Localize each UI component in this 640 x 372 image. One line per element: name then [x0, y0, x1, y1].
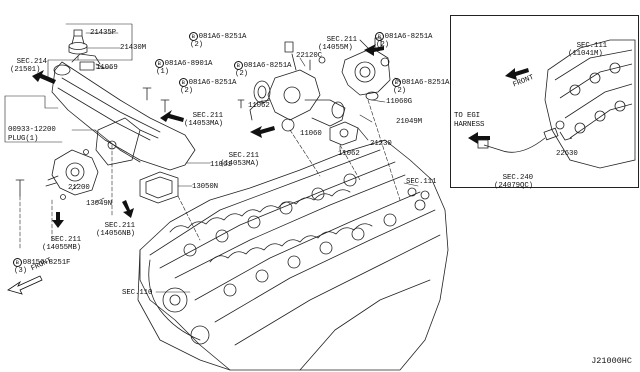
bolt-a-qty: (2): [190, 41, 204, 49]
bolt-d-num: 081A6-8251A: [384, 33, 433, 41]
part-21200: 21200: [68, 184, 90, 192]
part-22630: 22630: [556, 150, 578, 158]
sec-211-e: SEC.211(14053MA): [220, 144, 259, 176]
front-arrow-main: [7, 275, 43, 295]
bracket-outline: [4, 95, 59, 109]
part-13050n: 13050N: [192, 183, 219, 191]
sec-110: SEC.110: [122, 289, 153, 297]
bolt-b-icon: B: [12, 258, 22, 267]
sec-214-sub: (21501): [10, 66, 41, 74]
bolt-8901a-num: 081A6-8901A: [164, 60, 213, 68]
sec-211-b-sub: (14053MA): [184, 120, 224, 128]
sec-111-inset: SEC.111(11041M): [568, 34, 607, 66]
sec-211-e-sub: (14053MA): [220, 160, 260, 168]
sec-211-a-title: SEC.211: [50, 236, 82, 244]
bolt-b-icon: B: [391, 78, 401, 87]
bolt-b-icon: B: [188, 32, 198, 41]
gasket-13050n: [139, 171, 179, 204]
bolt-e-qty: (2): [393, 87, 407, 95]
inset-cylinder-head: [477, 39, 636, 169]
sec-211-e-title: SEC.211: [228, 152, 260, 160]
sec-111-inset-sub: (11041M): [568, 50, 603, 58]
bolt-b-num: 081A6-8251A: [243, 62, 292, 70]
bolt-b-qty: (2): [235, 70, 249, 78]
thermostat-housing: [45, 149, 99, 200]
radiator-cap: [68, 29, 88, 55]
bolt-b-icon: B: [374, 32, 384, 41]
sec-211-d-title: SEC.211: [326, 36, 358, 44]
part-11060: 11060: [300, 130, 322, 138]
bolt-b-icon: B: [178, 78, 188, 87]
part-11069: 11069: [96, 64, 118, 72]
direction-arrows: [32, 44, 529, 228]
leader-lines: [71, 32, 419, 293]
sec-211-c: SEC.211(14056NB): [96, 214, 135, 246]
bolt-b-icon: B: [154, 59, 164, 68]
part-00933: 00933-12200: [8, 126, 56, 134]
harness-label: HARNESS: [454, 121, 485, 129]
engine-block: [137, 139, 449, 371]
sec-240-sub: (24079QC): [494, 182, 534, 190]
bolt-c-qty: (2): [180, 87, 194, 95]
inset-panel: [450, 15, 639, 188]
sec-211-c-title: SEC.211: [104, 222, 136, 230]
bolt-8901a-qty: (1): [156, 68, 170, 76]
part-11062-a: 11062: [248, 102, 270, 110]
sec-211-d: SEC.211(14055M): [318, 28, 357, 60]
outlet-housing-21230: [341, 37, 391, 101]
part-22120c: 22120C: [296, 52, 323, 60]
bolt-c-num: 081A6-8251A: [188, 79, 237, 87]
part-21435p: 21435P: [90, 29, 117, 37]
bolt-e-num: 081A6-8251A: [401, 79, 450, 87]
gasket-11062-b: [329, 121, 359, 146]
part-11060g: 11060G: [386, 98, 413, 106]
water-outlet: [249, 41, 346, 132]
part-21430m: 21430M: [120, 44, 147, 52]
sec-111-inset-title: SEC.111: [576, 42, 608, 50]
sec-211-d-sub: (14055M): [318, 44, 353, 52]
to-egi-label: TO EGI: [454, 112, 481, 120]
part-21230: 21230: [370, 140, 392, 148]
bolt-b-icon: B: [233, 61, 243, 70]
sec-211-a-sub: (14055MB): [42, 244, 82, 252]
sec-211-a: SEC.211(14055MB): [42, 228, 81, 260]
sec-111-main: SEC.111: [406, 178, 437, 186]
sec-211-b: SEC.211(14053MA): [184, 104, 223, 136]
sec-214: SEC.214(21501): [8, 50, 47, 82]
bolt-d-qty: (2): [376, 41, 390, 49]
bolt-08156-qty: (3): [14, 267, 28, 275]
sec-211-c-sub: (14056NB): [96, 230, 136, 238]
diagram-reference: J21000HC: [591, 356, 632, 366]
part-13049n: 13049N: [86, 200, 113, 208]
bolt-08156-num: 08156-8251F: [22, 259, 71, 267]
sec-240-title: SEC.240: [502, 174, 534, 182]
sec-240: SEC.240(24079QC): [494, 166, 533, 198]
plug-label: PLUG(1): [8, 135, 39, 143]
part-21049m: 21049M: [396, 118, 423, 126]
part-11062-b: 11062: [338, 150, 360, 158]
part-11061: 11061: [210, 161, 232, 169]
sec-214-title: SEC.214: [16, 58, 48, 66]
sec-211-b-title: SEC.211: [192, 112, 224, 120]
bolt-a-num: 081A6-8251A: [198, 33, 247, 41]
